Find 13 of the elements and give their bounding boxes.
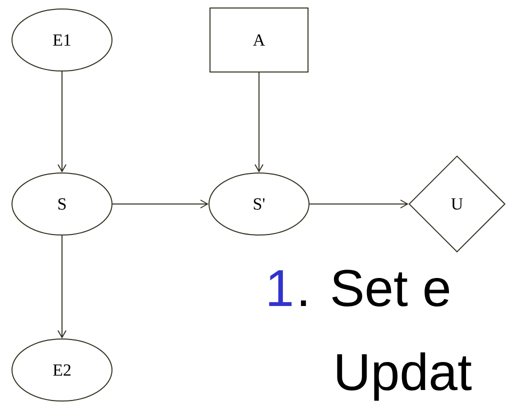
ellipse-node: S' (208, 172, 310, 236)
arrow (58, 71, 66, 172)
slide-text: Updat (337, 352, 472, 401)
arrow (309, 200, 408, 208)
ellipse-node: S (12, 172, 112, 236)
list-number: 1 (269, 270, 292, 306)
box-node: A (210, 8, 308, 72)
ellipse-node: E2 (12, 338, 112, 402)
arrow (112, 200, 208, 208)
arrow (254, 72, 264, 172)
ellipse-node: E1 (12, 8, 112, 72)
slide-text: . Set e (300, 270, 450, 306)
arrow (58, 235, 66, 338)
